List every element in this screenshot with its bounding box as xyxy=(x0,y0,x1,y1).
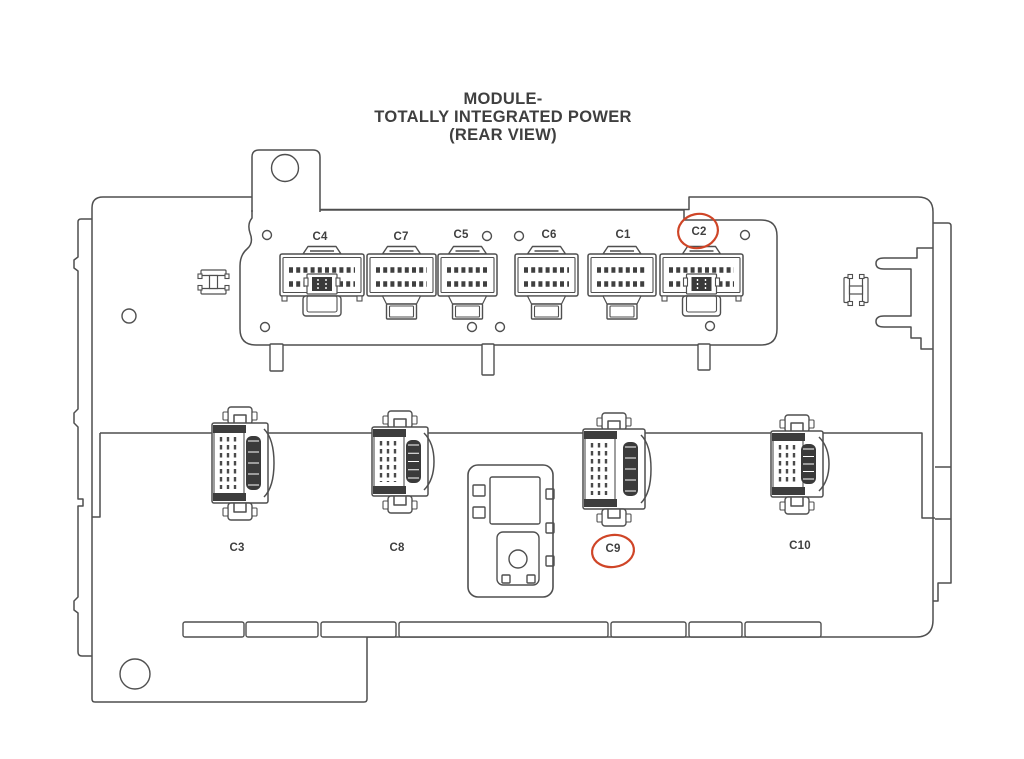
diagram-title: MODULE- TOTALLY INTEGRATED POWER (REAR V… xyxy=(374,90,631,144)
retainer-clip-icon xyxy=(843,273,869,307)
connector-c2: C2 xyxy=(659,226,744,317)
connector-c4: C4 xyxy=(279,231,365,317)
annotation-circle-c9 xyxy=(590,533,636,569)
retainer-clip-icon xyxy=(197,269,230,295)
connector-c3: C3 xyxy=(211,406,275,554)
connector-c10: C10 xyxy=(770,414,830,552)
connector-c8: C8 xyxy=(371,410,435,554)
connector-c1: C1 xyxy=(587,229,657,320)
annotations xyxy=(590,212,719,569)
connector-c7: C7 xyxy=(366,231,437,320)
title-line-1: MODULE- xyxy=(463,90,542,108)
title-line-2: TOTALLY INTEGRATED POWER xyxy=(374,108,631,126)
connector-label-c10: C10 xyxy=(789,540,811,552)
annotation-circle-c2 xyxy=(677,212,719,250)
connector-label-c2: C2 xyxy=(691,226,706,238)
connector-label-c8: C8 xyxy=(389,542,405,554)
connector-label-c1: C1 xyxy=(615,229,631,241)
connector-c9: C9 xyxy=(582,412,652,555)
connector-label-c9: C9 xyxy=(605,543,620,555)
connector-c6: C6 xyxy=(514,229,579,320)
connector-label-c4: C4 xyxy=(312,231,328,243)
connector-label-c5: C5 xyxy=(453,229,469,241)
connector-label-c7: C7 xyxy=(393,231,408,243)
connector-label-c3: C3 xyxy=(229,542,244,554)
module-line-art xyxy=(73,149,952,703)
connector-label-c6: C6 xyxy=(541,229,556,241)
connector-c5: C5 xyxy=(437,229,498,320)
title-line-3: (REAR VIEW) xyxy=(449,126,557,144)
